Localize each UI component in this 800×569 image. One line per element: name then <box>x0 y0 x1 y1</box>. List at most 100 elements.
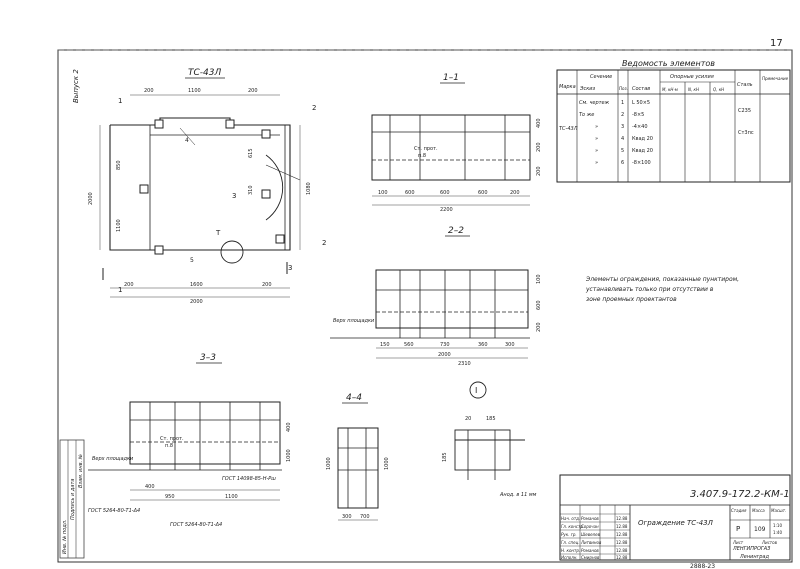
bottom-code: 2888-23 <box>690 563 715 569</box>
sec2-dim-4: 360 <box>478 342 488 348</box>
spec-h-mark: Марка <box>559 84 576 90</box>
plan-dim-top-3: 200 <box>248 88 258 94</box>
sec2-h-2: 600 <box>536 300 542 310</box>
spec-h-m: М, кН·м <box>662 87 678 92</box>
sec3-dim-1: 400 <box>145 484 155 490</box>
sec1-h-1: 400 <box>536 118 542 128</box>
spec-steel-1: С235 <box>738 108 751 114</box>
spec-row: » 6 -8×100 <box>595 160 651 166</box>
sec1-dim-5: 200 <box>510 190 520 196</box>
spec-row-sostav: Квад 20 <box>632 136 653 142</box>
sec2-floor-note: Верх площадки <box>333 318 375 324</box>
spec-row-pos: 6 <box>621 160 624 166</box>
plan-mark-5: 5 <box>190 257 194 264</box>
signer-name: Романов <box>581 516 599 521</box>
spec-mark: ТС-43Л <box>559 126 578 132</box>
sec1-note-bottom: п.8 <box>418 153 426 159</box>
spec-h-pos: Поз. <box>619 86 628 91</box>
sec1-h-3: 200 <box>536 166 542 176</box>
stamp-sign: Подпись и дата <box>70 479 76 520</box>
plan-sec-mark-3b: 3 <box>288 264 292 272</box>
sec3-gost-3: ГОСТ 14098-85-Н-Рш <box>222 476 276 482</box>
title-code: 3.407.9-172.2-КМ-1 <box>690 489 790 500</box>
sec4-dim-1: 300 <box>342 514 352 520</box>
plan-dim-left-total: 2000 <box>88 192 94 205</box>
stamp-inv: Инв. № подл. <box>62 520 68 555</box>
signer-date: 12.88 <box>616 548 628 553</box>
sec4-h-1: 1000 <box>326 457 332 470</box>
plan-dim-top-2: 1100 <box>188 88 201 94</box>
section-4-4: 4–4 300 700 1000 1000 <box>326 393 390 521</box>
sec4-h-2: 1000 <box>384 457 390 470</box>
spec-row-name: » <box>595 160 598 166</box>
signer-role: Гл. спец. <box>561 540 580 545</box>
title-scale-1: 1:10 <box>773 523 782 528</box>
plan-view: ТС-43Л 200 1100 200 T 4 2000 850 1100 <box>88 68 326 305</box>
stamp-replace: Взам. инв. № <box>78 454 84 488</box>
spec-table: Ведомость элементов Марка Сечение Эскиз … <box>556 59 791 183</box>
title-sheets-label: Листов <box>761 540 778 545</box>
spec-h-forces: Опорные усилия <box>670 74 714 80</box>
sec3-note-top: Ст. прот. <box>160 436 184 442</box>
sec2-dim-3: 730 <box>440 342 450 348</box>
signer-name: Сорочан <box>581 524 599 529</box>
spec-h-section: Сечение <box>590 74 612 80</box>
sec2-total: 2310 <box>458 361 471 367</box>
signer-date: 12.88 <box>616 555 628 560</box>
sec2-h-3: 200 <box>536 322 542 332</box>
sec1-h-2: 200 <box>536 142 542 152</box>
signer-date: 12.88 <box>616 524 628 529</box>
spec-h-q: Q, кН <box>713 87 724 92</box>
sec3-dim-2: 950 <box>165 494 175 500</box>
spec-row-sostav: -8×100 <box>632 160 651 166</box>
signer-row: Н. контр. Романов 12.88 <box>561 548 628 553</box>
spec-row-sostav: L 50×5 <box>632 100 650 106</box>
plan-sec-mark-3a: 3 <box>232 192 236 200</box>
section-2-2: 2–2 Верх площадки 150 560 730 360 300 20… <box>330 226 542 367</box>
sec1-note-top: Ст. прот. <box>414 146 438 152</box>
title-org: ЛЕНГИПРОГАЗ <box>732 546 771 552</box>
spec-row-pos: 1 <box>621 100 624 106</box>
spec-row-sostav: Квад 20 <box>632 148 653 154</box>
spec-row-pos: 5 <box>621 148 624 154</box>
plan-dim-bot-total: 2000 <box>190 299 203 305</box>
signer-row: Гл. констр. Сорочан 12.88 <box>561 524 628 529</box>
section-1-1: 1–1 Ст. прот. п.8 100 600 600 600 200 22… <box>371 73 542 213</box>
sheet-number: 17 <box>770 38 783 49</box>
sec2-dim-5: 300 <box>505 342 515 348</box>
spec-row: » 5 Квад 20 <box>595 148 653 154</box>
plan-sec-mark-1b: 1 <box>118 286 122 294</box>
title-h-stage: Стадия <box>731 508 747 513</box>
sec3-h-1: 400 <box>286 422 292 432</box>
spec-row-pos: 2 <box>621 112 624 118</box>
signer-name: Романов <box>581 548 599 553</box>
spec-row-sostav: -4×40 <box>632 124 648 130</box>
spec-row-name: » <box>595 148 598 154</box>
spec-row-name: То же <box>579 112 594 118</box>
sec1-dim-3: 600 <box>440 190 450 196</box>
note-line-2: устанавливать только при отсутствии в <box>585 286 714 293</box>
sec3-title: 3–3 <box>200 353 216 363</box>
sec2-subtotal: 2000 <box>438 352 451 358</box>
sec3-dim-3: 1100 <box>225 494 238 500</box>
plan-dim-right-3: 1080 <box>306 182 312 195</box>
title-h-mass: Масса <box>752 508 765 513</box>
sec2-dim-2: 560 <box>404 342 414 348</box>
plan-mark-4: 4 <box>185 137 189 144</box>
sec2-h-1: 100 <box>536 274 542 284</box>
spec-row-name: » <box>595 124 598 130</box>
spec-h-steel: Сталь <box>737 82 753 88</box>
spec-steel-2: Ст3пс <box>738 130 754 136</box>
spec-h-note: Примечание <box>762 76 789 81</box>
signer-role: Гл. констр. <box>561 524 584 529</box>
signer-date: 12.88 <box>616 540 628 545</box>
sec3-gost-1: ГОСТ 5264-80-Т1-Δ4 <box>88 508 140 514</box>
spec-row-name: » <box>595 136 598 142</box>
plan-sec-mark-2a: 2 <box>312 104 316 112</box>
sec1-title: 1–1 <box>443 73 459 83</box>
signer-row: Рук. гр. Шевелев 12.88 <box>561 532 628 537</box>
spec-title: Ведомость элементов <box>622 59 715 68</box>
plan-dim-top-1: 200 <box>144 88 154 94</box>
signer-date: 12.88 <box>616 532 628 537</box>
